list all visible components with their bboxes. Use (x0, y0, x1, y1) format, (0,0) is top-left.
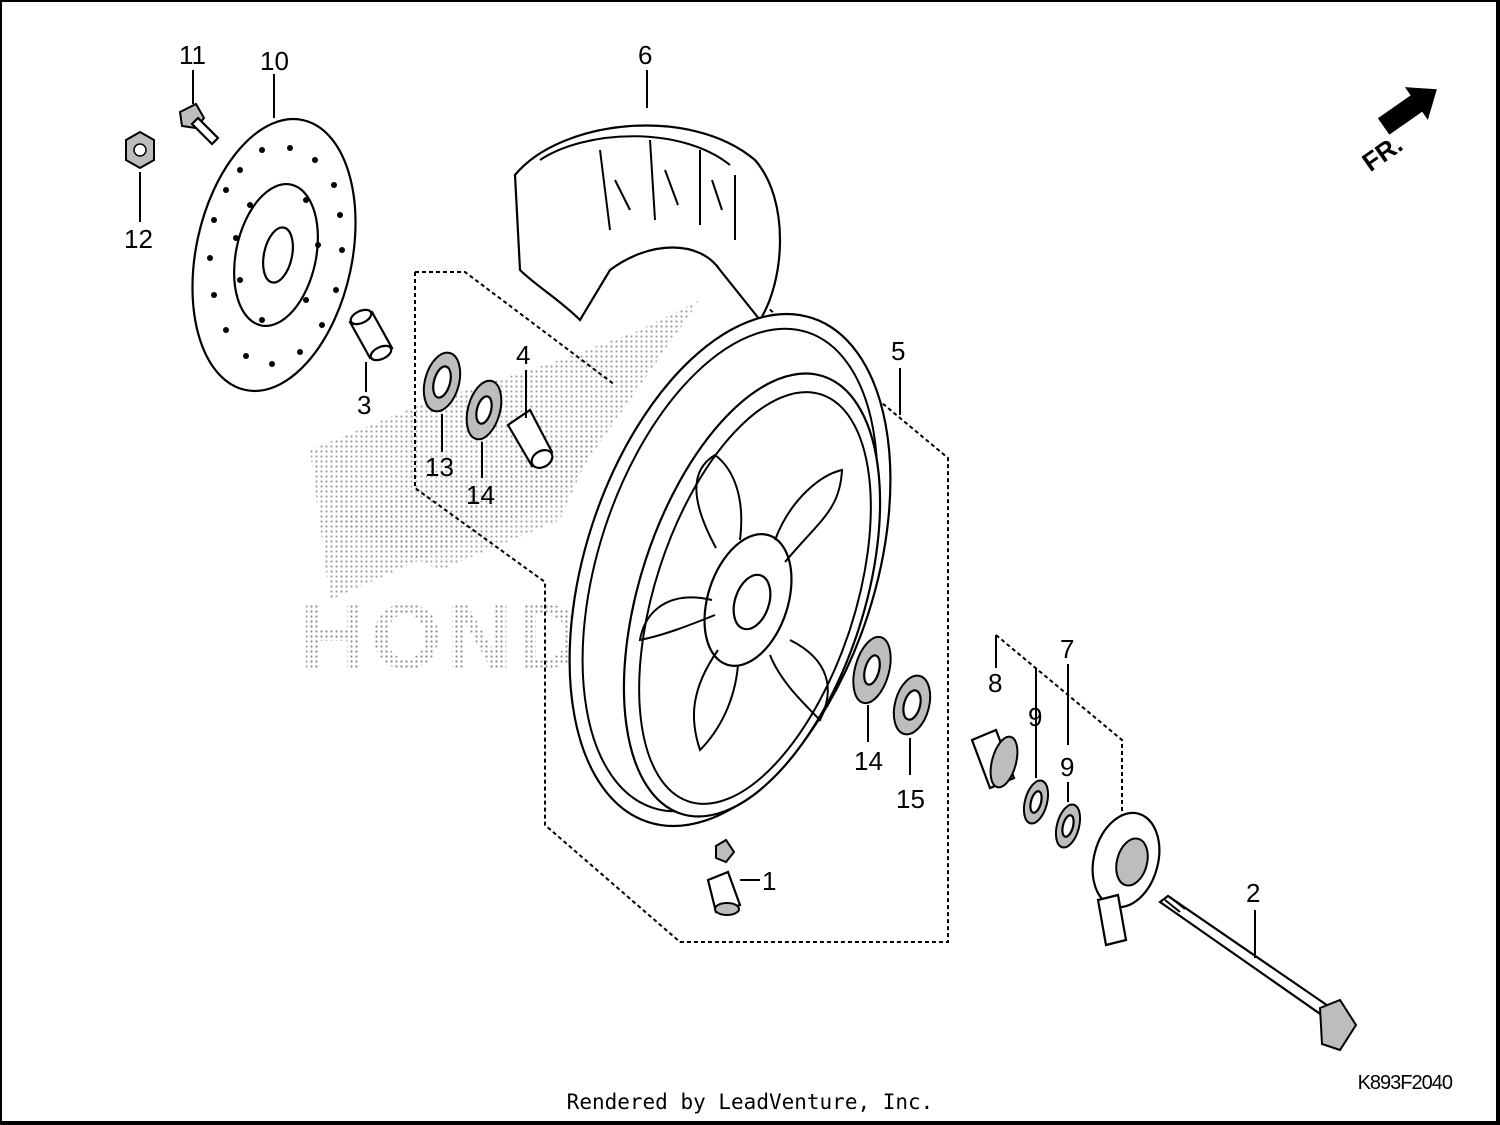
tire-part (513, 124, 782, 322)
callout-10: 10 (260, 46, 289, 76)
callout-13: 13 (425, 452, 454, 482)
callout-6: 6 (638, 40, 652, 70)
oil-seal-part (422, 351, 462, 413)
footer-credit: Rendered by LeadVenture, Inc. (566, 1090, 934, 1114)
callout-2: 2 (1246, 878, 1260, 908)
gear-retainer-part (970, 728, 1019, 790)
brake-disc-part (191, 117, 357, 393)
callout-4: 4 (516, 340, 530, 370)
drawing-code: K893F2040 (1357, 1072, 1453, 1094)
bearing-part-left (465, 379, 503, 441)
bearing-group-outline (414, 267, 949, 943)
callout-12: 12 (124, 224, 153, 254)
oil-seal-right-part (892, 674, 932, 736)
callout-5: 5 (891, 336, 905, 366)
callout-11: 11 (179, 40, 206, 70)
valve-part (706, 838, 742, 916)
callout-8: 8 (988, 668, 1002, 698)
callout-7: 7 (1060, 634, 1074, 664)
speedometer-group-outline (995, 634, 1123, 815)
callout-15: 15 (896, 784, 925, 814)
axle-part (1158, 894, 1358, 1052)
washer-part-a (1022, 779, 1050, 825)
distance-collar-part (506, 408, 554, 469)
bolt-part (178, 102, 220, 146)
bearing-part-right (852, 635, 892, 705)
washer-part-b (1054, 803, 1082, 849)
callout-14-right: 14 (854, 746, 883, 776)
callout-1: 1 (762, 866, 776, 896)
nut-part (125, 130, 155, 170)
front-direction-arrow-icon (1377, 87, 1437, 135)
callout-3: 3 (357, 390, 371, 420)
collar-part (348, 308, 394, 362)
speedometer-gearbox-part (1091, 811, 1161, 947)
callout-9-a: 9 (1028, 702, 1042, 732)
callout-9-b: 9 (1060, 752, 1074, 782)
wheel-rim-part (568, 312, 892, 828)
callout-14-left: 14 (466, 480, 495, 510)
